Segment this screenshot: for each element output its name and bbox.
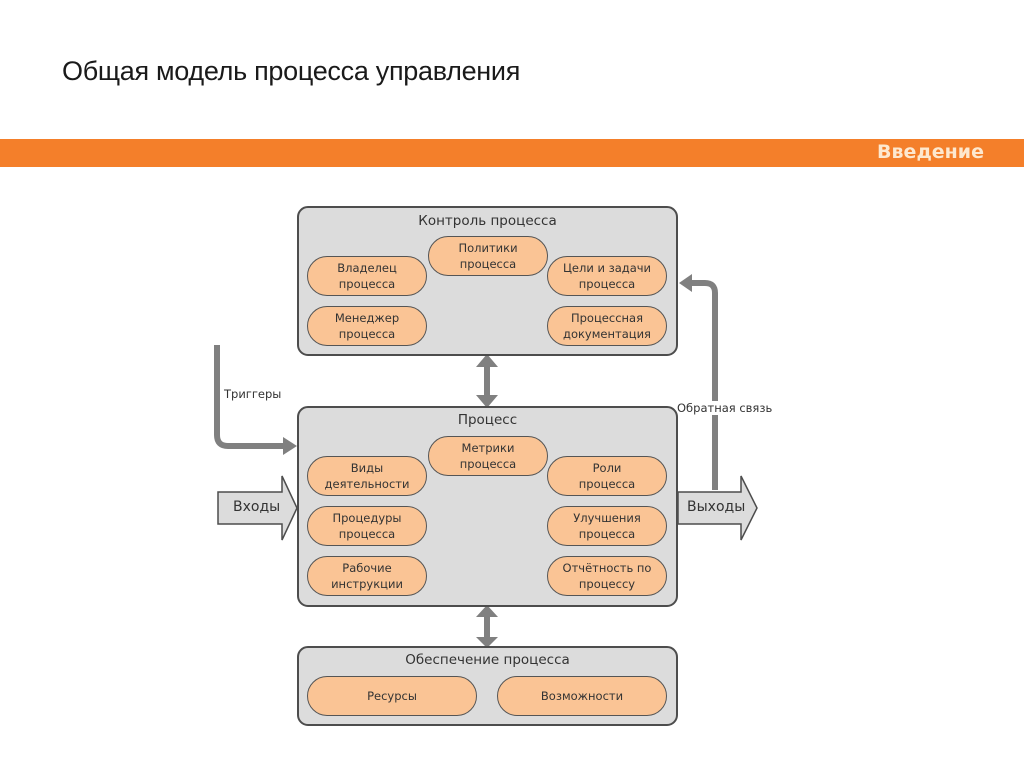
activities-pill: Виды деятельности: [307, 456, 427, 496]
metrics-pill: Метрики процесса: [428, 436, 548, 476]
outputs-arrow: [677, 475, 758, 541]
work-instructions-pill: Рабочие инструкции: [307, 556, 427, 596]
triggers-label: Триггеры: [224, 387, 282, 401]
roles-pill: Роли процесса: [547, 456, 667, 496]
feedback-label: Обратная связь: [676, 401, 774, 415]
feedback-arrow: [692, 280, 718, 490]
procedures-pill: Процедуры процесса: [307, 506, 427, 546]
inputs-label: Входы: [233, 499, 281, 515]
section-band: Введение: [0, 139, 1024, 167]
reporting-pill: Отчётность по процессу: [547, 556, 667, 596]
process-control-title: Контроль процесса: [418, 213, 557, 229]
manager-pill: Менеджер процесса: [307, 306, 427, 346]
slide-title: Общая модель процесса управления: [62, 56, 521, 86]
goals-pill: Цели и задачи процесса: [547, 256, 667, 296]
feedback-arrowhead: [679, 274, 692, 292]
capabilities-pill: Возможности: [497, 676, 667, 716]
inputs-arrow: [217, 475, 298, 541]
outputs-label: Выходы: [687, 499, 746, 515]
triggers-arrowhead: [283, 437, 297, 455]
policies-pill: Политики процесса: [428, 236, 548, 276]
process-support-title: Обеспечение процесса: [405, 652, 570, 668]
resources-pill: Ресурсы: [307, 676, 477, 716]
documentation-pill: Процессная документация: [547, 306, 667, 346]
triggers-arrow: [214, 345, 283, 449]
section-label: Введение: [877, 141, 984, 163]
process-title: Процесс: [457, 412, 518, 428]
improvements-pill: Улучшения процесса: [547, 506, 667, 546]
owner-pill: Владелец процесса: [307, 256, 427, 296]
